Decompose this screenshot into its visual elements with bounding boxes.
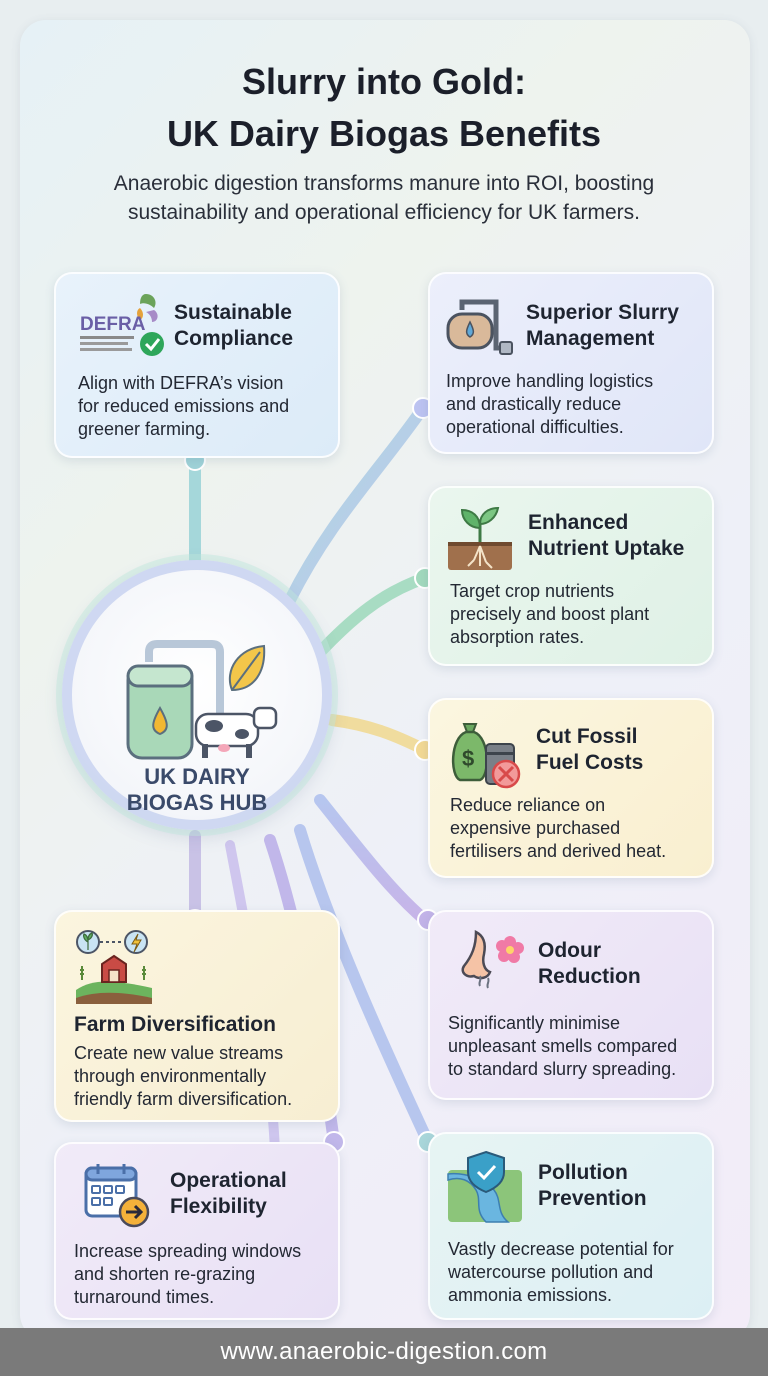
- card-pollution-prevention: Pollution Prevention Vastly decrease pot…: [428, 1132, 714, 1320]
- card-title-line-1: Odour: [538, 939, 601, 962]
- card-body-line-2: through environmentally: [74, 1066, 267, 1086]
- svg-text:$: $: [462, 746, 474, 771]
- card-body-line-3: absorption rates.: [450, 627, 585, 647]
- nose-flower-icon: [454, 926, 526, 998]
- card-body-line-1: Align with DEFRA’s vision: [78, 373, 284, 393]
- card-body-line-2: unpleasant smells compared: [448, 1036, 678, 1056]
- connector-pollution: [294, 824, 434, 1148]
- card-sustainable-compliance: DEFRA Sustainable Compliance Align with …: [54, 272, 340, 458]
- card-title-line-2: Fuel Costs: [536, 751, 644, 774]
- card-superior-slurry-management: Superior Slurry Management Improve handl…: [428, 272, 714, 454]
- card-title-line-1: Superior Slurry: [526, 301, 679, 324]
- subtitle-line-1: Anaerobic digestion transforms manure in…: [113, 172, 655, 195]
- connector-nutrient: [316, 572, 431, 656]
- card-title: Farm Diversification: [74, 1013, 276, 1036]
- card-body-line-1: Significantly minimise: [448, 1013, 621, 1033]
- defra-logo-text: DEFRA: [80, 314, 146, 335]
- card-body-line-2: and drastically reduce: [446, 394, 622, 414]
- hub-label-line-2: BIOGAS HUB: [126, 790, 268, 815]
- card-body-line-3: to standard slurry spreading.: [448, 1059, 677, 1079]
- hub-label-line-1: UK DAIRY: [144, 764, 250, 789]
- card-body-line-3: operational difficulties.: [446, 417, 624, 437]
- connector-odour: [314, 794, 431, 926]
- card-body-line-1: Increase spreading windows: [74, 1241, 302, 1261]
- card-title-line-1: Operational: [170, 1169, 287, 1192]
- card-title-line-1: Sustainable: [174, 301, 292, 324]
- card-body-line-2: precisely and boost plant: [450, 604, 650, 624]
- card-title-line-1: Cut Fossil: [536, 725, 638, 748]
- connector-slurry: [284, 402, 429, 606]
- money-bag-barrel-icon: $: [446, 714, 526, 790]
- card-body-line-3: friendly farm diversification.: [74, 1089, 293, 1109]
- defra-logo-check-icon: DEFRA: [74, 290, 170, 362]
- card-title-line-1: Enhanced: [528, 511, 629, 534]
- card-body-line-3: ammonia emissions.: [448, 1285, 613, 1305]
- card-body-line-1: Reduce reliance on: [450, 795, 606, 815]
- slurry-tank-pipe-icon: [444, 292, 516, 364]
- card-body-line-3: greener farming.: [78, 419, 211, 439]
- card-body-line-3: fertilisers and derived heat.: [450, 841, 667, 861]
- card-title-line-1: Pollution: [538, 1161, 628, 1184]
- biogas-hub: UK DAIRY BIOGAS HUB: [62, 560, 332, 830]
- biogas-digester-cow-leaf-icon: [126, 640, 278, 760]
- card-title-line-2: Flexibility: [170, 1195, 267, 1218]
- card-operational-flexibility: Operational Flexibility Increase spreadi…: [54, 1142, 340, 1320]
- card-farm-diversification: Farm Diversification Create new value st…: [54, 910, 340, 1122]
- card-body-line-2: for reduced emissions and: [78, 396, 290, 416]
- card-body-line-1: Target crop nutrients: [450, 581, 615, 601]
- farm-barn-energy-icon: [74, 926, 154, 1006]
- page-title-line-2: UK Dairy Biogas Benefits: [166, 113, 602, 154]
- card-body-line-2: expensive purchased: [450, 818, 621, 838]
- card-title-line-2: Reduction: [538, 965, 641, 988]
- card-enhanced-nutrient-uptake: Enhanced Nutrient Uptake Target crop nut…: [428, 486, 714, 666]
- card-body-line-1: Improve handling logistics: [446, 371, 654, 391]
- calendar-arrow-icon: [82, 1160, 154, 1232]
- card-title-line-2: Prevention: [538, 1187, 647, 1210]
- footer-url-link[interactable]: www.anaerobic-digestion.com: [220, 1338, 548, 1365]
- footer-url-bar[interactable]: www.anaerobic-digestion.com: [0, 1328, 768, 1376]
- card-body-line-1: Create new value streams: [74, 1043, 284, 1063]
- river-shield-icon: [446, 1150, 526, 1226]
- card-cut-fossil-fuel-costs: $ Cut Fossil Fuel Costs Reduce reliance …: [428, 698, 714, 878]
- card-title-line-2: Compliance: [174, 327, 294, 350]
- card-body-line-2: and shorten re-grazing: [74, 1264, 256, 1284]
- subtitle-line-2: sustainability and operational efficienc…: [127, 201, 641, 224]
- card-body-line-1: Vastly decrease potential for: [448, 1239, 674, 1259]
- card-body-line-2: watercourse pollution and: [448, 1262, 654, 1282]
- page-title-line-1: Slurry into Gold:: [242, 61, 526, 102]
- card-title-line-2: Nutrient Uptake: [528, 537, 685, 560]
- connector-fossil: [326, 714, 431, 756]
- card-title-line-2: Management: [526, 327, 655, 350]
- card-odour-reduction: Odour Reduction Significantly minimise u…: [428, 910, 714, 1100]
- sprout-roots-icon: [444, 502, 516, 574]
- card-body-line-3: turnaround times.: [74, 1287, 215, 1307]
